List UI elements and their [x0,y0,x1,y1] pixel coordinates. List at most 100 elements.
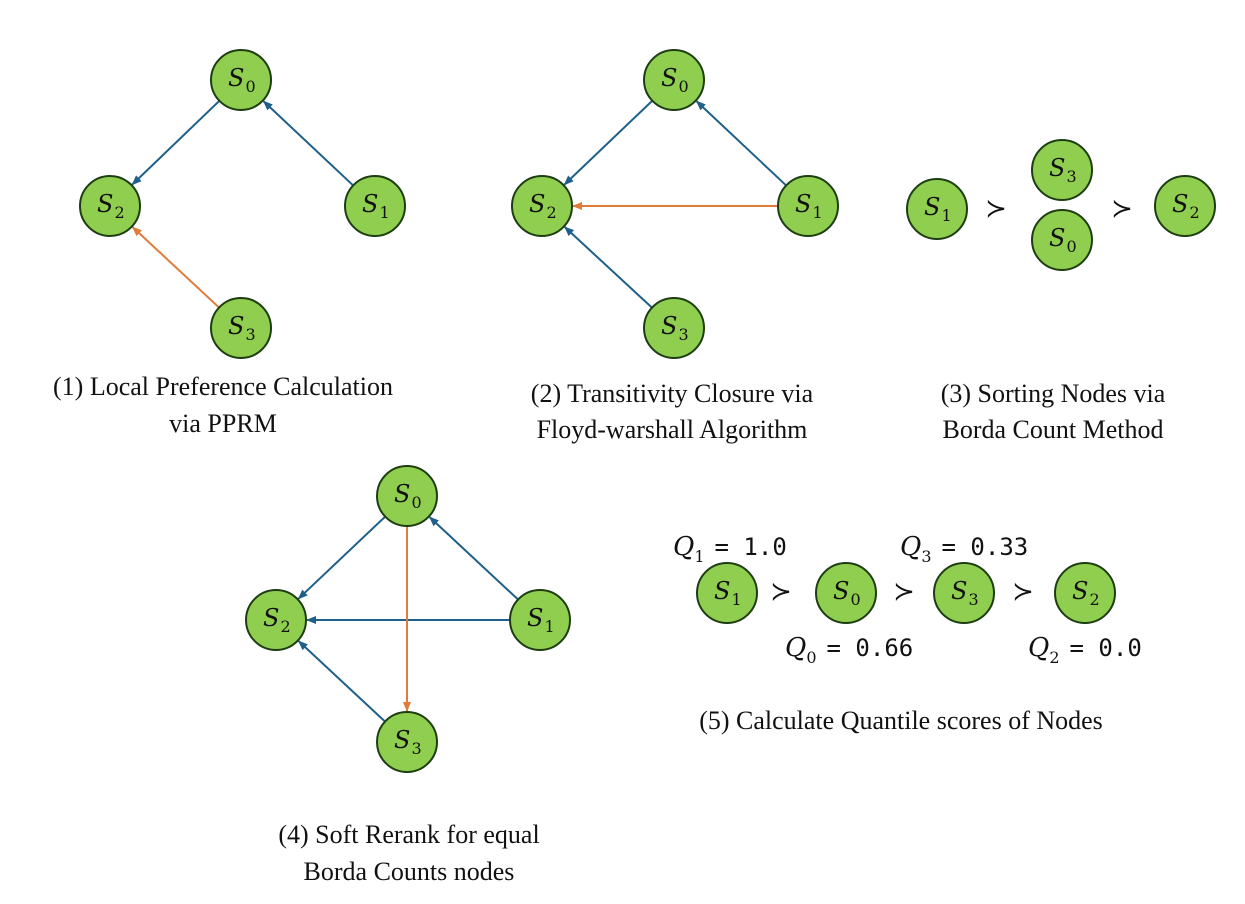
panel-2-node-s0: S0 [643,49,705,111]
node-label-base: S [228,64,244,92]
quantile-score-s2-symbol: Q [1028,633,1049,663]
panel-5-node-s0: S0 [815,562,877,624]
panel-1-node-s3: S3 [210,297,272,359]
node-circle [906,178,968,240]
node-label-subscript: 2 [546,203,556,222]
node-label-base: S [661,64,677,92]
node-circle [643,297,705,359]
node-circle [777,175,839,237]
panel-4-node-s1: S1 [509,589,571,651]
node-label-subscript: 1 [544,617,554,636]
node-label-base: S [228,312,244,340]
panel-3-node-s0: S0 [1031,209,1093,271]
node-circle [511,175,573,237]
panel-4-edge-s3-to-s2 [297,640,386,723]
node-label-subscript: 2 [1189,203,1199,222]
node-circle [815,562,877,624]
panel-2-caption-line-2: Floyd-warshall Algorithm [537,415,808,444]
node-label-subscript: 2 [280,617,290,636]
node-label-base: S [1072,577,1088,605]
node-label-subscript: 0 [678,77,688,96]
panel-4-node-s0: S0 [376,465,438,527]
quantile-score-s1: Q1= 1.0 [673,532,787,566]
node-label: S3 [394,726,422,758]
quantile-score-s3-subscript: 3 [921,547,931,566]
panel-3-precedes-symbol-1: ≻ [985,194,1007,224]
node-label-base: S [833,577,849,605]
node-circle [344,175,406,237]
node-label-base: S [394,726,410,754]
panel-4-edge-s0-to-s2 [297,515,386,600]
quantile-score-s3: Q3= 0.33 [900,532,1028,566]
node-label-base: S [795,190,811,218]
quantile-score-s0-subscript: 0 [806,648,816,667]
node-label: S0 [228,64,256,96]
node-label-base: S [661,312,677,340]
panel-3-node-s1: S1 [906,178,968,240]
panel-5-precedes-symbol-3: ≻ [1012,577,1034,607]
quantile-score-s2-subscript: 2 [1049,648,1059,667]
node-label: S0 [661,64,689,96]
node-label-base: S [263,604,279,632]
panel-3-caption-line-1: (3) Sorting Nodes via [941,379,1166,408]
panel-3-node-s3: S3 [1031,139,1093,201]
quantile-score-s0-symbol: Q [785,633,806,663]
panel-3-node-s2: S2 [1154,175,1216,237]
node-label: S0 [394,480,422,512]
node-label: S3 [951,577,979,609]
panel-2-node-s2: S2 [511,175,573,237]
node-label: S1 [527,604,555,636]
node-circle [376,711,438,773]
node-label-subscript: 0 [1066,237,1076,256]
panel-5-caption-line-1: (5) Calculate Quantile scores of Nodes [699,706,1103,735]
node-label-base: S [97,190,113,218]
node-label-subscript: 0 [245,77,255,96]
panel-1-node-s2: S2 [79,175,141,237]
panel-4-node-s2: S2 [245,589,307,651]
panel-4-caption-line-1: (4) Soft Rerank for equal [278,820,539,849]
node-label-subscript: 1 [941,206,951,225]
panel-5-precedes-symbol-1: ≻ [770,577,792,607]
panel-1-edge-s3-to-s2 [131,226,220,309]
node-circle [210,49,272,111]
quantile-score-s0: Q0= 0.66 [785,633,913,667]
node-label: S1 [924,193,952,225]
node-label: S1 [362,190,390,222]
panel-1-node-s1: S1 [344,175,406,237]
node-label: S0 [1049,224,1077,256]
node-circle [376,465,438,527]
quantile-score-s1-symbol: Q [673,532,694,562]
node-label-base: S [1172,190,1188,218]
panel-5-node-s3: S3 [933,562,995,624]
quantile-score-s3-value: = 0.33 [942,533,1029,561]
node-circle [1054,562,1116,624]
quantile-score-s2: Q2= 0.0 [1028,633,1142,667]
node-label: S0 [833,577,861,609]
node-label-base: S [951,577,967,605]
node-circle [933,562,995,624]
node-label-subscript: 1 [812,203,822,222]
panel-5-precedes-symbol-2: ≻ [893,577,915,607]
panel-3-caption-line-2: Borda Count Method [943,415,1164,444]
panel-2-caption-line-1: (2) Transitivity Closure via [531,379,814,408]
node-circle [509,589,571,651]
node-label-base: S [394,480,410,508]
node-label: S2 [529,190,557,222]
panel-1-caption-line-2: via PPRM [169,409,277,438]
node-circle [79,175,141,237]
node-label: S2 [1072,577,1100,609]
node-label-base: S [527,604,543,632]
panel-4-edge-s1-to-s0 [428,516,519,601]
panel-5-node-s2: S2 [1054,562,1116,624]
panel-4-caption-line-2: Borda Counts nodes [304,857,515,886]
quantile-score-s1-subscript: 1 [694,547,704,566]
panel-2-node-s3: S3 [643,297,705,359]
